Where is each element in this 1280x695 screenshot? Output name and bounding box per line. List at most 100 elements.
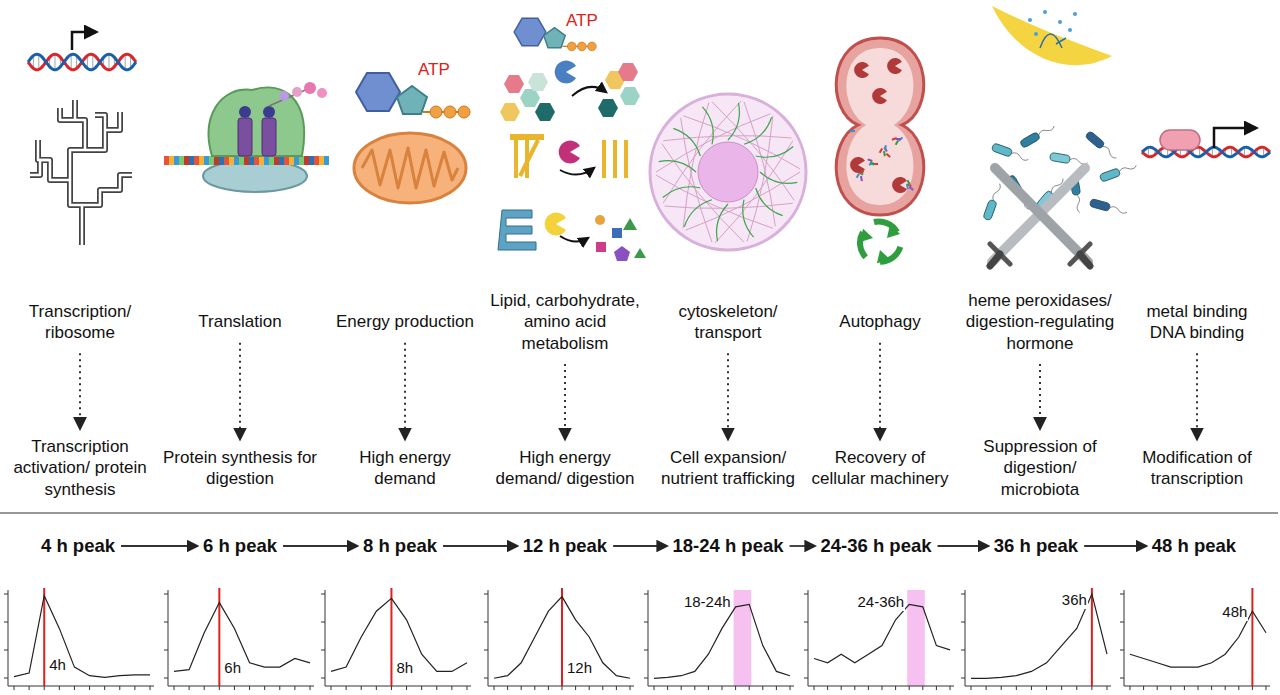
node-text: 12 h peak	[523, 534, 607, 557]
time-course-chart	[922, 686, 923, 690]
ribosome	[194, 156, 199, 165]
outcome-label: High energy demand	[335, 445, 475, 492]
time-course-chart	[644, 650, 648, 651]
sequence-arrow	[283, 545, 357, 547]
time-course-chart	[644, 590, 794, 690]
recycle-symbol	[873, 250, 892, 268]
metabolism-icons	[498, 210, 536, 250]
ribosome	[264, 156, 269, 165]
cell-cytoskeleton	[717, 204, 728, 241]
time-course-chart	[602, 686, 603, 690]
node-text: 4 h peak	[41, 534, 115, 557]
time-course-chart	[361, 686, 362, 690]
metabolism-icons	[634, 248, 646, 258]
dna-helix	[1142, 147, 1270, 157]
time-course-chart	[882, 686, 883, 690]
rna-structure	[38, 140, 82, 245]
node-text: 48 h peak	[1152, 534, 1236, 557]
rna-structure	[30, 100, 132, 245]
chart-peak-label: 36h	[1061, 592, 1088, 609]
time-course-chart	[548, 686, 549, 690]
time-course-chart	[104, 686, 105, 690]
ribosome	[269, 156, 274, 165]
node-text: Suppression of digestion/ microbiota	[963, 436, 1117, 500]
dotted-arrow	[404, 343, 406, 439]
metabolism-icons	[623, 218, 637, 230]
node-text: heme peroxidases/ digestion-regulating h…	[953, 290, 1127, 354]
ribosome	[219, 156, 224, 165]
time-course-chart	[971, 686, 972, 690]
time-course-chart	[321, 622, 325, 623]
time-course-chart	[8, 590, 154, 686]
ribosome	[304, 82, 316, 94]
outcome-label: Recovery of cellular machinery	[805, 445, 955, 492]
metabolism-icons	[528, 73, 548, 91]
time-course-chart	[648, 590, 794, 686]
rna-structure	[95, 115, 105, 130]
hormone-leaf	[992, 6, 1112, 65]
metabolism-icons	[520, 140, 538, 176]
time-course-chart	[390, 588, 392, 686]
hormone-leaf	[992, 6, 1112, 65]
time-course-chart	[1130, 686, 1131, 690]
dna-helix	[28, 54, 136, 70]
microbiota	[1038, 124, 1056, 136]
category-label: heme peroxidases/ digestion-regulating h…	[950, 288, 1130, 356]
ribosome	[279, 156, 284, 165]
ribosome	[294, 156, 299, 165]
dna-binding-protein	[1160, 130, 1200, 150]
ribosome	[254, 156, 259, 165]
time-course-chart	[708, 686, 709, 690]
metabolism-icons	[559, 141, 580, 164]
ribosome	[214, 156, 219, 165]
autophagy-cell	[836, 38, 924, 215]
autophagy-cell	[883, 151, 886, 156]
time-course-chart	[436, 686, 437, 690]
time-course-chart	[119, 686, 120, 690]
cell-cytoskeleton	[673, 128, 700, 156]
time-course-chart	[1091, 588, 1093, 686]
time-course-chart	[1124, 590, 1270, 686]
ribosome	[169, 156, 174, 165]
node-text: Transcription activation/ protein synthe…	[7, 436, 153, 500]
recycle-symbol	[852, 221, 901, 269]
time-course-chart	[484, 650, 488, 651]
time-course-chart	[936, 686, 937, 690]
metabolism-icons	[560, 236, 588, 242]
time-course-chart	[134, 686, 135, 690]
cell-cytoskeleton	[728, 103, 739, 140]
time-course-chart	[234, 686, 235, 690]
rna-structure	[70, 100, 85, 180]
ribosome	[319, 156, 324, 165]
time-course-chart	[331, 686, 332, 690]
time-course-chart	[589, 686, 590, 690]
ribosome	[279, 91, 289, 101]
time-course-chart	[4, 594, 8, 595]
time-course-chart	[1001, 686, 1002, 690]
time-course-chart	[376, 686, 377, 690]
ribosome	[239, 106, 251, 118]
autophagy-cell	[836, 38, 924, 215]
category-label: Energy production	[323, 309, 488, 334]
cell-cytoskeleton	[656, 101, 800, 243]
microbiota	[1085, 131, 1105, 150]
metabolism-icons	[595, 215, 605, 225]
metabolism-icons	[612, 228, 622, 238]
time-course-chart	[808, 590, 954, 686]
time-course-chart	[484, 594, 488, 595]
chart-peak-label: 8h	[395, 660, 414, 677]
autophagy-cell	[846, 48, 913, 205]
node-text: Energy production	[326, 311, 485, 332]
recycle-symbol	[873, 239, 900, 270]
recycle-symbol	[874, 221, 900, 238]
time-course-chart	[1107, 686, 1108, 690]
ribosome	[209, 88, 304, 156]
dna-helix	[28, 54, 136, 70]
ribosome	[304, 156, 309, 165]
time-course-chart	[14, 686, 15, 690]
node-text: 8 h peak	[363, 534, 437, 557]
time-course-chart	[644, 594, 648, 595]
metabolism-icons	[555, 61, 576, 84]
